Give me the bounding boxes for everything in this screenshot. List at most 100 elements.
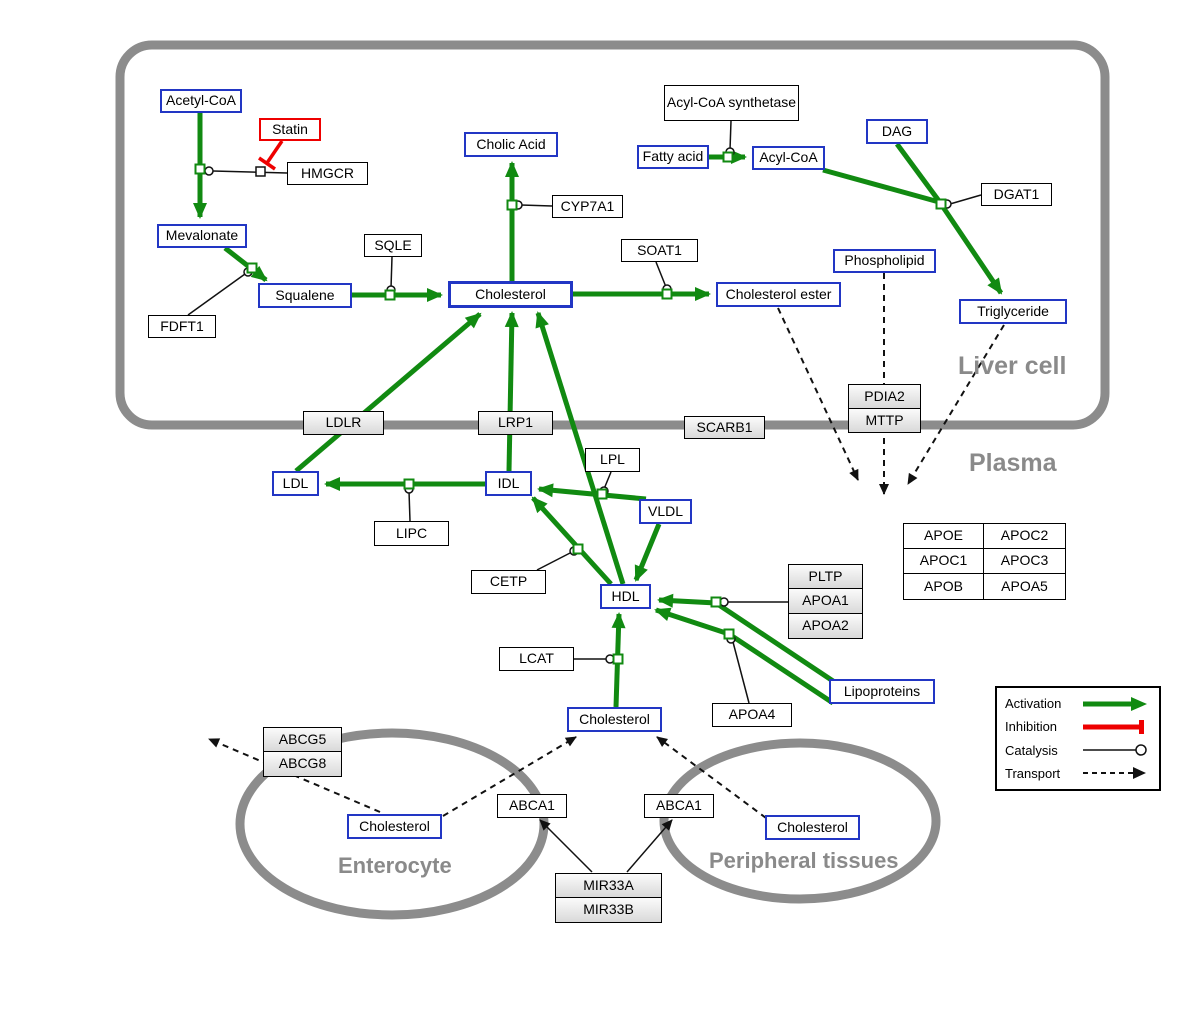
node-fdft1[interactable]: FDFT1	[148, 315, 216, 338]
node-cholesterol-liver[interactable]: Cholesterol	[448, 281, 573, 308]
node-acetyl-coa[interactable]: Acetyl-CoA	[160, 89, 242, 113]
reaction-node-dgat1	[935, 198, 947, 210]
node-mevalonate[interactable]: Mevalonate	[157, 224, 247, 248]
transport-peripheral-cholesterol-plasma	[656, 736, 767, 819]
edge-mir33-abca1-left	[539, 819, 593, 873]
node-idl[interactable]: IDL	[485, 471, 532, 496]
reaction-node-pltp	[710, 596, 722, 608]
edge-vldl-idl	[537, 483, 647, 502]
node-dgat1[interactable]: DGAT1	[981, 183, 1052, 206]
peripheral-tissues-label: Peripheral tissues	[709, 848, 899, 873]
node-statin[interactable]: Statin	[259, 118, 321, 141]
node-abcg5[interactable]: ABCG5	[263, 727, 342, 752]
node-cholesterol-plasma[interactable]: Cholesterol	[567, 707, 662, 732]
edge-dag-dgat-node	[894, 142, 942, 203]
edge-vldl-hdl	[633, 523, 662, 582]
catalysis-circle-icon	[1083, 744, 1147, 756]
node-ldlr[interactable]: LDLR	[303, 411, 384, 435]
edge-mir33-abca1-right	[626, 819, 673, 873]
node-lipc[interactable]: LIPC	[374, 521, 449, 546]
legend-row-catalysis: Catalysis	[1005, 739, 1151, 761]
node-soat1[interactable]: SOAT1	[621, 239, 698, 262]
reaction-node-cyp7a1	[506, 199, 518, 211]
reaction-node-lipc	[403, 478, 415, 490]
transport-cholesterolester-plasma	[777, 307, 859, 481]
node-lrp1[interactable]: LRP1	[478, 411, 553, 435]
liver-cell-membrane	[115, 40, 1110, 430]
node-abca1-enterocyte[interactable]: ABCA1	[497, 794, 567, 818]
transport-dashed-arrow-icon	[1083, 767, 1146, 780]
legend-activation-label: Activation	[1005, 696, 1062, 712]
legend-inhibition-label: Inhibition	[1005, 719, 1058, 735]
catalysis-cetp	[536, 551, 573, 571]
node-mttp[interactable]: MTTP	[848, 408, 921, 433]
catalysis-lpl	[603, 471, 612, 490]
node-apoc1[interactable]: APOC1	[903, 548, 984, 574]
node-cetp[interactable]: CETP	[471, 570, 546, 594]
node-apoa2[interactable]: APOA2	[788, 613, 863, 639]
catalysis-cyp7a1	[520, 204, 553, 207]
node-phospholipid[interactable]: Phospholipid	[833, 249, 936, 273]
catalysis-apoa4	[732, 641, 750, 704]
edge-hdl-cholesterol	[535, 311, 626, 585]
node-apoa1[interactable]: APOA1	[788, 588, 863, 614]
legend-catalysis-label: Catalysis	[1005, 742, 1058, 758]
node-pltp[interactable]: PLTP	[788, 564, 863, 589]
node-vldl[interactable]: VLDL	[639, 499, 692, 524]
catalysis-soat1	[655, 261, 667, 288]
edge-idl-cholesterol	[504, 311, 519, 472]
legend: Activation Inhibition Catalysis Transpor…	[995, 686, 1161, 791]
node-sqle[interactable]: SQLE	[364, 234, 422, 257]
enterocyte-label: Enterocyte	[338, 853, 452, 878]
legend-row-transport: Transport	[1005, 762, 1151, 784]
node-cyp7a1[interactable]: CYP7A1	[552, 195, 623, 218]
node-pdia2[interactable]: PDIA2	[848, 384, 921, 409]
catalysis-circle-hmgcr	[204, 166, 214, 176]
inhibition-statin-hmgcr	[265, 140, 284, 164]
activation-arrow-icon	[1083, 696, 1147, 711]
node-lipoproteins[interactable]: Lipoproteins	[829, 679, 935, 704]
node-abca1-peripheral[interactable]: ABCA1	[644, 794, 714, 818]
node-hdl[interactable]: HDL	[600, 584, 651, 609]
node-mir33a[interactable]: MIR33A	[555, 873, 662, 898]
edge-ldl-cholesterol	[294, 312, 482, 473]
node-apoa5[interactable]: APOA5	[983, 573, 1066, 600]
node-ldl[interactable]: LDL	[272, 471, 319, 496]
node-lpl[interactable]: LPL	[585, 448, 640, 472]
node-cholesterol-peripheral[interactable]: Cholesterol	[765, 815, 860, 840]
catalysis-lipc	[408, 490, 411, 522]
plasma-label: Plasma	[969, 449, 1057, 477]
edge-acylcoa-dgat-node	[822, 167, 940, 205]
node-apoa4[interactable]: APOA4	[712, 703, 792, 727]
node-hmgcr[interactable]: HMGCR	[287, 162, 368, 185]
legend-row-activation: Activation	[1005, 693, 1151, 715]
node-dag[interactable]: DAG	[866, 119, 928, 144]
legend-row-inhibition: Inhibition	[1005, 716, 1151, 738]
reaction-handle-hmgcr	[255, 166, 266, 177]
reaction-node-lcat	[612, 653, 624, 665]
node-abcg8[interactable]: ABCG8	[263, 751, 342, 777]
node-squalene[interactable]: Squalene	[258, 283, 352, 308]
node-triglyceride[interactable]: Triglyceride	[959, 299, 1067, 324]
node-acyl-coa-synthetase[interactable]: Acyl-CoA synthetase	[664, 85, 799, 121]
edge-hdl-idl-cetp	[531, 496, 613, 586]
node-lcat[interactable]: LCAT	[499, 647, 574, 671]
reaction-node-fdft1	[246, 262, 258, 274]
reaction-node-sqle	[384, 289, 396, 301]
node-acyl-coa[interactable]: Acyl-CoA	[752, 146, 825, 170]
node-apoc3[interactable]: APOC3	[983, 548, 1066, 574]
node-apob[interactable]: APOB	[903, 573, 984, 600]
node-cholesterol-enterocyte[interactable]: Cholesterol	[347, 814, 442, 839]
edge-mevalonate-squalene	[223, 246, 268, 282]
node-fatty-acid[interactable]: Fatty acid	[637, 145, 709, 169]
node-cholic-acid[interactable]: Cholic Acid	[464, 132, 558, 157]
catalysis-acylcoa-synthetase	[729, 120, 732, 151]
node-apoc2[interactable]: APOC2	[983, 523, 1066, 549]
node-apoe[interactable]: APOE	[903, 523, 984, 549]
node-cholesterol-ester[interactable]: Cholesterol ester	[716, 282, 841, 307]
catalysis-fdft1	[187, 273, 246, 316]
node-mir33b[interactable]: MIR33B	[555, 897, 662, 923]
node-scarb1[interactable]: SCARB1	[684, 416, 765, 439]
inhibition-tbar-icon	[1083, 719, 1144, 734]
